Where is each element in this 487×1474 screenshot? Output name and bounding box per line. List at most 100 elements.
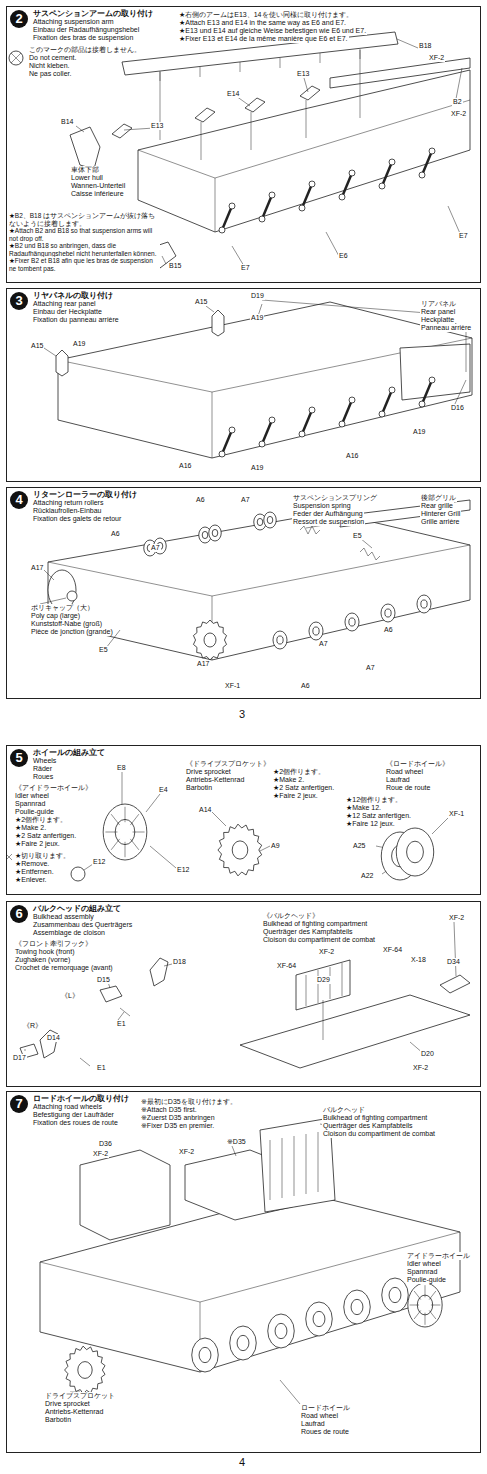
step-title: Einbau der Heckplatte [33, 308, 119, 316]
wheel-strokes [237, 1335, 249, 1350]
step-title: Bulkhead assembly [33, 913, 132, 921]
wheel-strokes [419, 172, 425, 178]
part-label: Lower hull [70, 174, 104, 182]
suspension-arm-illustration [138, 100, 470, 232]
part-label: Cloison du compartiment de combat [262, 936, 376, 944]
wheel-strokes [382, 1278, 409, 1312]
step-title: リターンローラーの取り付け [33, 491, 137, 499]
step-title: サスペンションアームの取り付け [33, 10, 153, 18]
wheel-strokes [111, 814, 120, 825]
wheel-strokes [410, 1305, 419, 1306]
part-label: Panneau arrière [420, 324, 472, 332]
part-label: ★Faire 2 jeux. [14, 840, 61, 848]
wheel-strokes [429, 377, 435, 383]
wheel-strokes [262, 420, 272, 444]
wheel-strokes [382, 390, 392, 414]
step-title: Attaching rear panel [33, 300, 119, 308]
part-label: ★2 Satz anfertigen. [14, 832, 77, 840]
part-label: B14 [60, 118, 74, 126]
part-label: Antriebs-Kettenrad [185, 776, 245, 784]
return-roller-illustration [48, 545, 470, 660]
step-number-text: 7 [10, 1095, 28, 1113]
part-label: ★Fixer B2 et B18 afin que les bras de su… [8, 257, 160, 272]
part-label: ★Make 2. [14, 824, 47, 832]
part-label: Laufrad [385, 776, 411, 784]
bulkhead-illustration [440, 975, 470, 993]
step-number-text: 6 [10, 905, 28, 923]
part-label: Caisse inférieure [70, 190, 125, 198]
step-number: 3 [10, 292, 28, 310]
part-label: Poulie-guide [14, 808, 55, 816]
step-title: バルクヘッドの組み立て [33, 905, 132, 913]
part-label: E6 [338, 252, 349, 260]
road-wheel-illustration [80, 1150, 170, 1240]
part-label: Antriebs-Kettenrad [44, 1408, 104, 1416]
rear-panel-illustration [58, 338, 472, 458]
suspension-arm-illustration [160, 50, 360, 160]
part-label: ★2 Satz anfertigen. [272, 784, 335, 792]
part-label: Towing hook (front) [14, 948, 76, 956]
wheel-strokes [275, 1323, 287, 1338]
suspension-arm-illustration [330, 58, 470, 88]
step-title: Fixation du panneau arrière [33, 316, 119, 324]
wheel-strokes [125, 807, 126, 822]
step-title: Fixation des galets de retour [33, 515, 137, 523]
wheel-strokes [345, 613, 359, 631]
part-label: D17 [12, 1054, 27, 1062]
wheel-strokes [212, 529, 218, 536]
part-label: XF-64 [382, 946, 403, 954]
part-label: E8 [116, 764, 127, 772]
suspension-arm-illustration [160, 49, 360, 81]
part-label: ※Attach D35 first. [140, 1106, 198, 1114]
wheel-strokes [192, 1338, 219, 1372]
part-label: Nicht kleben. [28, 62, 70, 70]
return-roller-illustration [40, 500, 470, 660]
step-title: Einbau der Radaufhängungshebel [33, 26, 153, 34]
step-heading: リターンローラーの取り付けAttaching return rollersRüc… [33, 491, 137, 523]
part-label: Wannen-Unterteil [70, 182, 126, 190]
wheel-strokes [78, 1362, 92, 1379]
part-label: XF-2 [448, 914, 465, 922]
part-label: ★切り取ります。 [14, 852, 71, 860]
part-label: Roues de route [300, 1428, 350, 1436]
part-label: A7 [365, 664, 376, 672]
part-label: ★12 Satz anfertigen. [345, 812, 412, 820]
suspension-arm-illustration [11, 53, 21, 63]
bulkhead-illustration [100, 986, 122, 1002]
wheel-strokes [421, 600, 427, 608]
part-label: ★B2 und B18 so anbringen, dass die Radau… [8, 242, 160, 257]
wheel-strokes [396, 828, 433, 876]
wheel-strokes [193, 620, 226, 660]
wheel-illustration [6, 772, 450, 881]
wheel-strokes [130, 839, 139, 850]
step-panel: 4 リターンローラーの取り付けAttaching return rollersRü… [6, 487, 481, 699]
part-label: Hinterer Grill [420, 510, 461, 518]
part-label: Poly cap (large) [30, 612, 81, 620]
part-label: D14 [46, 1034, 61, 1042]
wheel-strokes [339, 421, 345, 427]
part-label: D15 [96, 976, 111, 984]
part-label: ※最初にD35を取り付けます。 [140, 1098, 238, 1106]
step-number-text: 4 [10, 491, 28, 509]
part-label: ★Faire 12 jeux. [345, 820, 396, 828]
bulkhead-illustration [80, 1008, 130, 1066]
part-label: B2 [452, 98, 463, 106]
wheel-strokes [259, 441, 265, 447]
wheel-strokes [268, 1314, 295, 1348]
part-label: Rear grille [420, 502, 454, 510]
part-label: 《L》 [60, 992, 80, 1000]
part-label: Suspension spring [292, 502, 352, 510]
part-label: ★Remove. [14, 860, 50, 868]
part-label: ★Enlever. [14, 876, 48, 884]
wheel-strokes [125, 842, 126, 857]
wheel-strokes [273, 631, 287, 649]
wheel-strokes [302, 184, 312, 208]
step-title: ホイールの組み立て [33, 749, 105, 757]
wheel-strokes [349, 618, 355, 626]
step-number: 2 [10, 10, 28, 28]
step-title: Räder [33, 765, 105, 773]
part-label: Do not cement. [28, 54, 77, 62]
wheel-strokes [349, 397, 355, 403]
part-label: ★E13 und E14 auf gleiche Weise befestige… [178, 27, 367, 35]
wheel-strokes [299, 431, 305, 437]
